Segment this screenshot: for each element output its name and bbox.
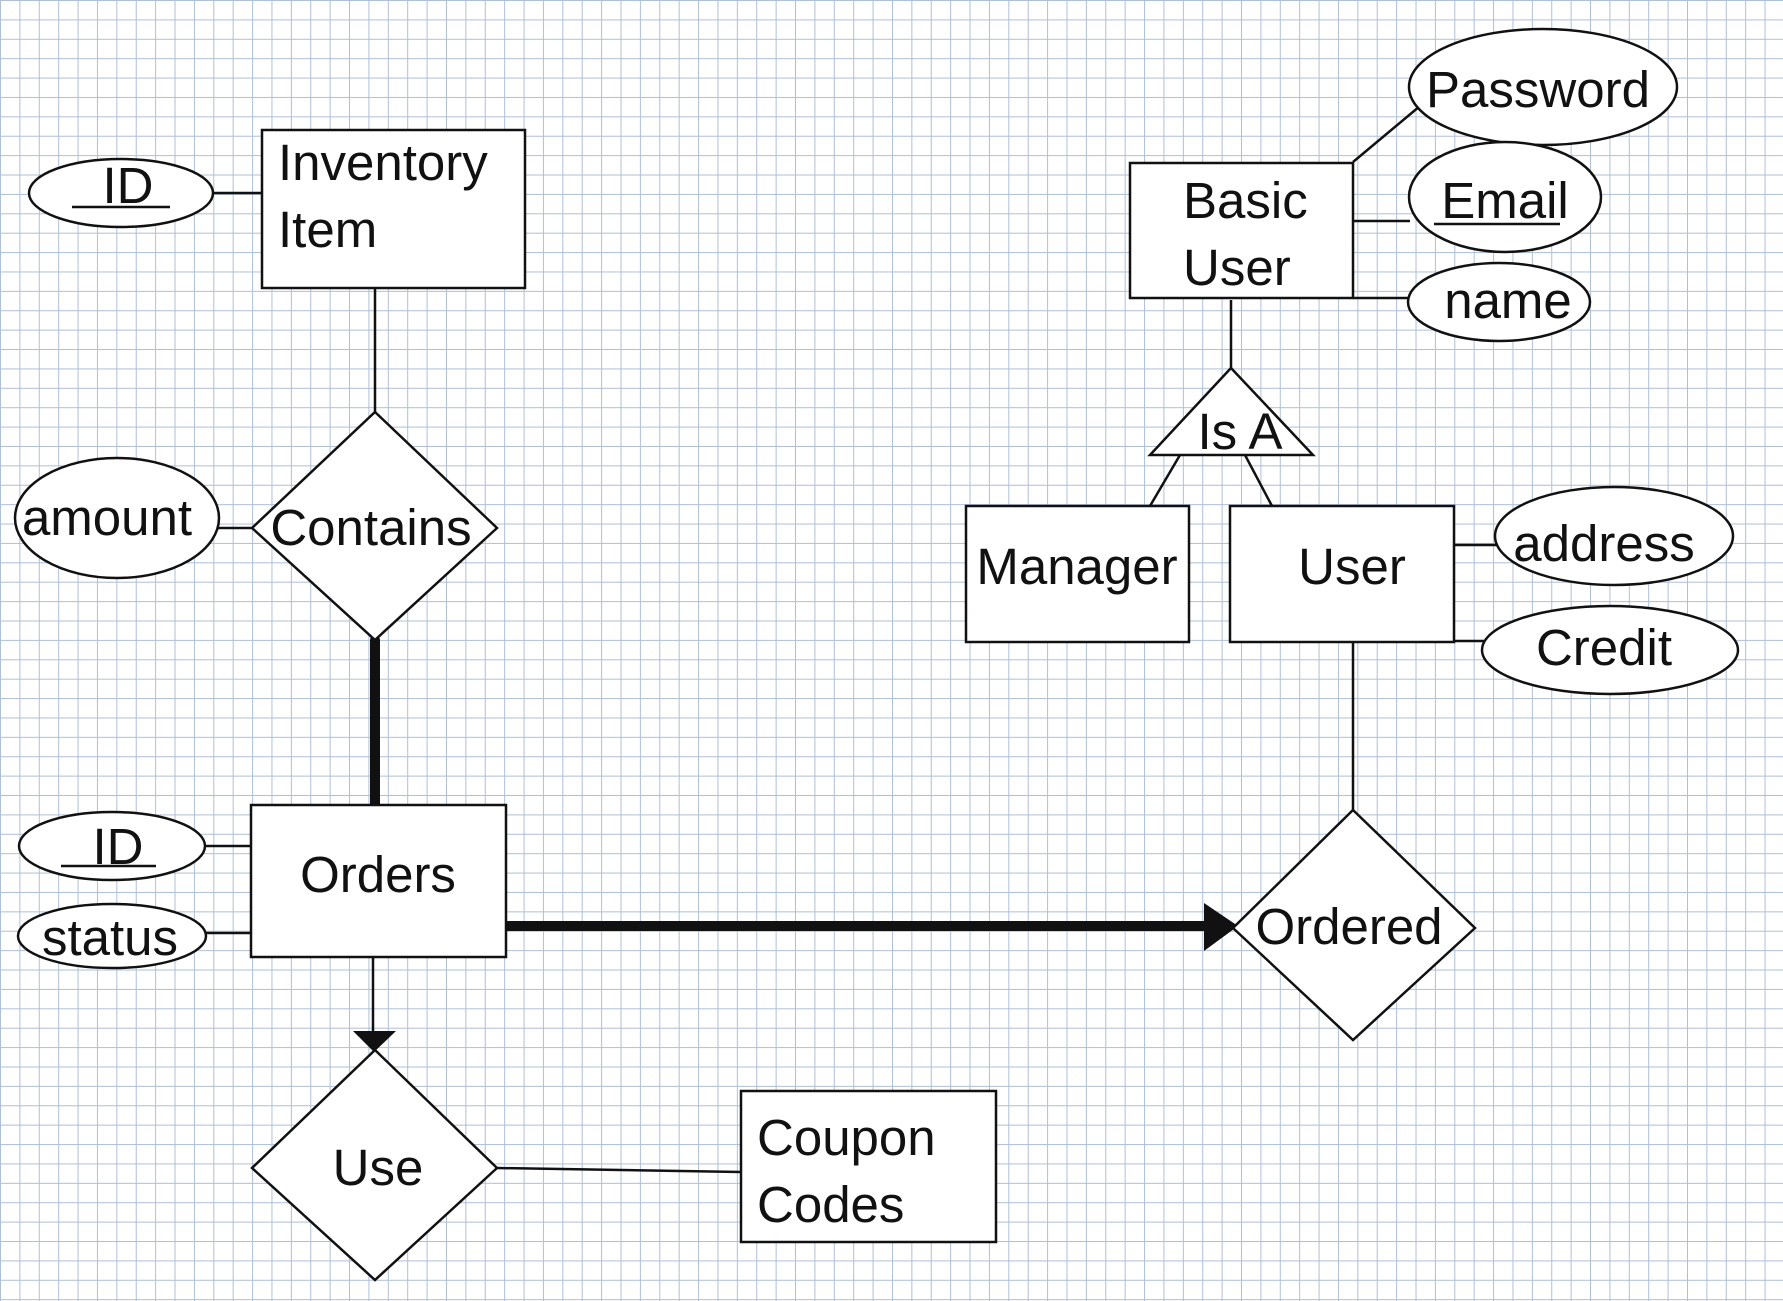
isa-label: Is A [1197,403,1282,460]
isa-triangle[interactable]: Is A [1147,366,1316,460]
relationship-use[interactable]: Use [250,1048,499,1282]
entity-inventory-item-label-line2: Item [278,201,377,258]
attribute-email[interactable]: Email [1407,140,1603,254]
connector-password [1352,105,1421,163]
entity-coupon-codes-label-line2: Codes [757,1176,904,1233]
attribute-amount-label: amount [22,489,192,546]
entity-orders-label: Orders [300,846,456,903]
attribute-email-label: Email [1441,172,1569,229]
attribute-address-label: address [1513,515,1694,572]
entity-user-label: User [1298,538,1406,595]
attribute-status[interactable]: status [16,902,208,970]
arrowhead-use [353,1031,396,1052]
connector-isa-user [1243,454,1274,507]
attribute-credit[interactable]: Credit [1480,604,1740,696]
entity-basic-user-label-line2: User [1183,239,1291,296]
relationship-ordered[interactable]: Ordered [1231,808,1477,1042]
attribute-item-id[interactable]: ID [27,157,215,229]
attribute-name[interactable]: name [1406,261,1592,343]
entity-manager-label: Manager [976,538,1177,595]
entity-orders[interactable]: Orders [249,803,508,959]
attribute-amount[interactable]: amount [13,456,221,580]
attribute-status-label: status [42,909,178,966]
attribute-credit-label: Credit [1536,619,1672,676]
arrowhead-ordered [1204,903,1238,951]
attribute-address[interactable]: address [1493,485,1735,587]
entity-basic-user-label-line1: Basic [1183,172,1308,229]
connector-isa-manager [1148,454,1182,507]
attribute-order-id[interactable]: ID [17,810,207,882]
entity-user[interactable]: User [1228,504,1456,644]
relationship-ordered-label: Ordered [1255,898,1442,955]
entity-inventory-item[interactable]: Inventory Item [260,128,527,290]
relationship-contains[interactable]: Contains [250,410,499,642]
entity-inventory-item-label-line1: Inventory [278,134,488,191]
attribute-name-label: name [1444,272,1572,329]
entity-coupon-codes[interactable]: Coupon Codes [739,1089,998,1244]
entity-manager[interactable]: Manager [964,504,1191,644]
attribute-item-id-label: ID [103,157,154,214]
entity-basic-user[interactable]: Basic User [1128,161,1355,300]
relationship-contains-label: Contains [270,499,471,556]
relationship-use-label: Use [333,1139,424,1196]
attribute-password[interactable]: Password [1407,27,1679,147]
entity-coupon-codes-label-line1: Coupon [757,1109,936,1166]
attribute-password-label: Password [1426,61,1650,118]
connector-use-coupon [496,1166,742,1174]
